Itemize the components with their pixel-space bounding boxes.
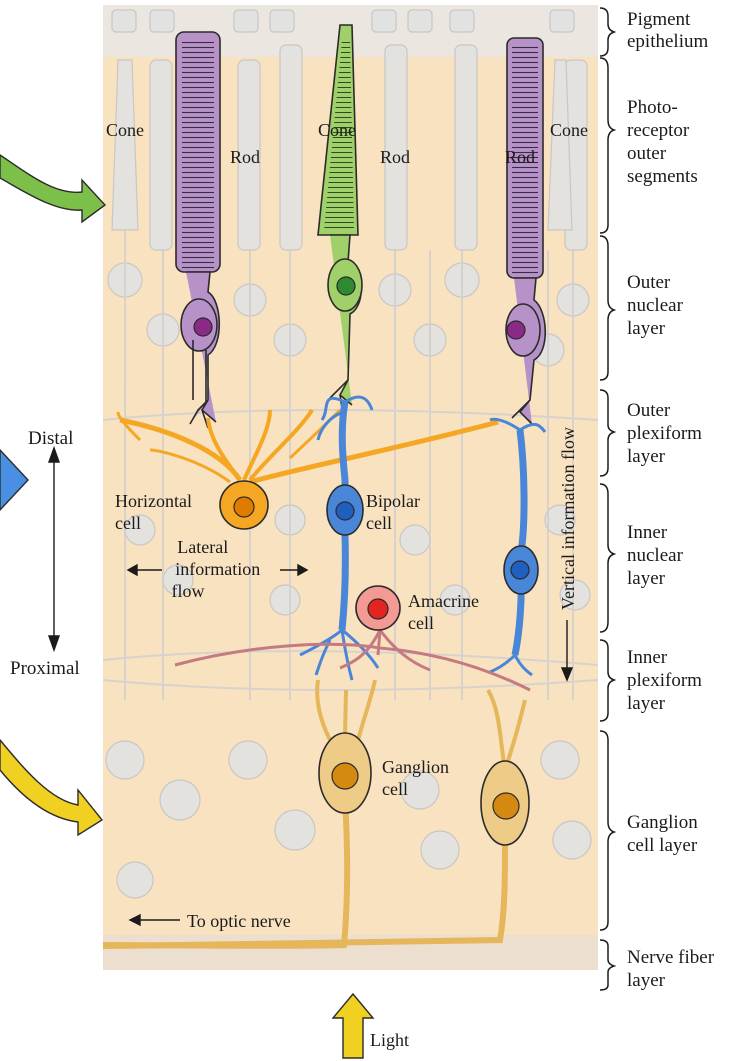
label-rod-right: Rod — [505, 147, 535, 167]
label-cone-middle: Cone — [318, 120, 356, 140]
layer-label-photoreceptor: Photo- receptor outer segments — [627, 97, 698, 187]
layer-label-outer-nuclear: Outer nuclear layer — [627, 272, 688, 339]
layer-label-nerve-fiber: Nerve fiber layer — [627, 947, 719, 991]
layer-label-pigment: Pigment epithelium — [627, 9, 708, 52]
label-cone-left: Cone — [106, 120, 144, 140]
layer-label-ganglion: Ganglion cell layer — [627, 812, 702, 856]
label-proximal: Proximal — [10, 658, 80, 679]
light-arrow — [333, 994, 373, 1058]
label-optic-nerve: To optic nerve — [187, 911, 291, 931]
label-vertical-flow: Vertical information flow — [558, 427, 578, 610]
layer-label-outer-plexiform: Outer plexiform layer — [627, 400, 707, 467]
yellow-arrow — [0, 740, 102, 835]
label-rod-left: Rod — [230, 147, 260, 167]
label-light: Light — [370, 1030, 409, 1050]
label-rod-middle: Rod — [380, 147, 410, 167]
layer-label-inner-nuclear: Inner nuclear layer — [627, 522, 688, 589]
layer-label-inner-plexiform: Inner plexiform layer — [627, 647, 707, 714]
label-cone-right: Cone — [550, 120, 588, 140]
green-arrow — [0, 155, 105, 222]
layer-braces — [600, 8, 614, 990]
layer-labels: Pigment epithelium Photo- receptor outer… — [627, 9, 719, 991]
distal-proximal-arrow — [49, 448, 59, 650]
blue-arrow — [0, 450, 28, 510]
label-distal: Distal — [28, 428, 73, 449]
